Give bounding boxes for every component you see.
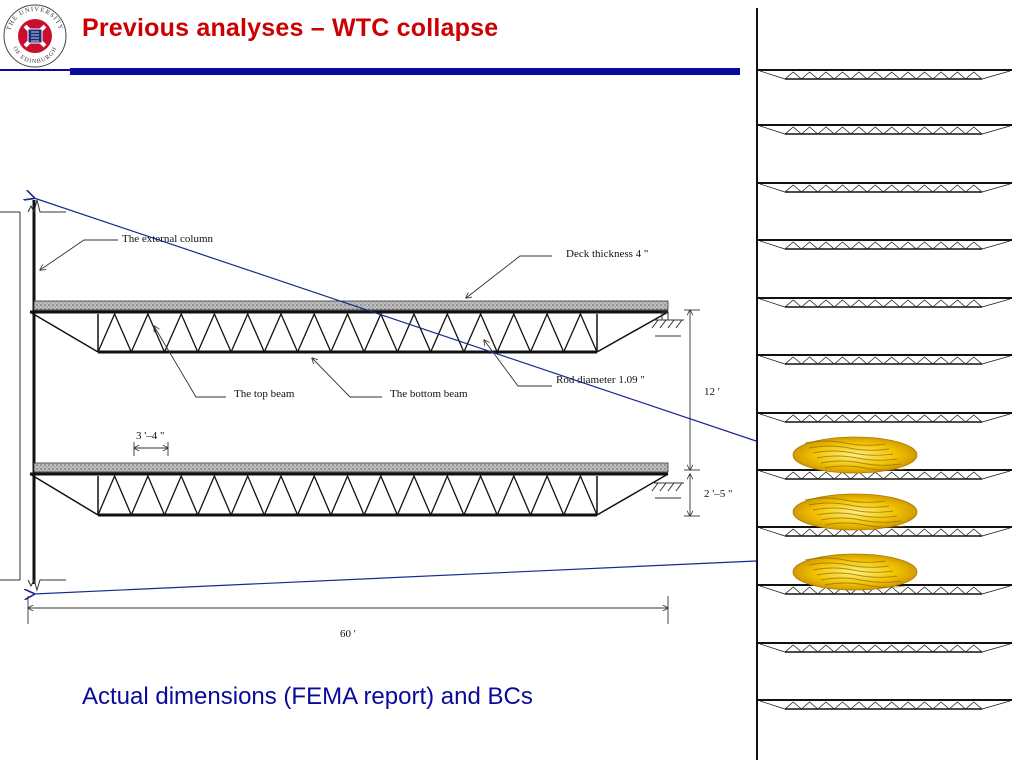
label-external-column: The external column — [122, 233, 214, 245]
elevation-floor — [757, 699, 1012, 710]
label-truss-depth: 2 '–5 " — [704, 488, 732, 500]
slide-caption: Actual dimensions (FEMA report) and BCs — [82, 683, 533, 710]
elevation-floor — [757, 469, 1012, 480]
upper-floor-truss — [29, 300, 684, 354]
external-column — [0, 199, 66, 592]
fire-icons — [792, 436, 918, 591]
label-deck-thickness: Deck thickness 4 " — [566, 248, 648, 260]
fire-icon — [792, 493, 918, 531]
label-leaders — [40, 239, 552, 398]
label-top-beam: The top beam — [234, 388, 295, 400]
label-panel-width: 3 '–4 " — [136, 430, 164, 442]
elevation-floor — [757, 354, 1012, 365]
pointer-lines — [34, 198, 757, 594]
label-floor-height: 12 ' — [704, 386, 720, 398]
fire-icon — [792, 553, 918, 591]
label-bottom-beam: The bottom beam — [390, 388, 468, 400]
university-crest-logo: THE UNIVERSITY OF EDINBURGH — [3, 4, 67, 68]
lower-floor-truss — [29, 462, 684, 517]
title-rule — [70, 68, 740, 75]
elevation-floor — [757, 239, 1012, 250]
building-elevation — [756, 8, 1012, 760]
elevation-floor — [757, 69, 1012, 80]
elevation-floor — [757, 642, 1012, 653]
label-rod-diameter: Rod diameter 1.09 " — [556, 374, 645, 386]
elevation-floor — [757, 182, 1012, 193]
elevation-floor — [757, 297, 1012, 308]
elevation-floor — [757, 412, 1012, 423]
slide-title: Previous analyses – WTC collapse — [82, 14, 499, 42]
elevation-floor — [757, 124, 1012, 135]
dimension-lines — [28, 310, 700, 624]
elevation-floor — [757, 526, 1012, 537]
label-span: 60 ' — [340, 628, 356, 640]
fire-icon — [792, 436, 918, 474]
title-rule-left — [0, 69, 70, 71]
